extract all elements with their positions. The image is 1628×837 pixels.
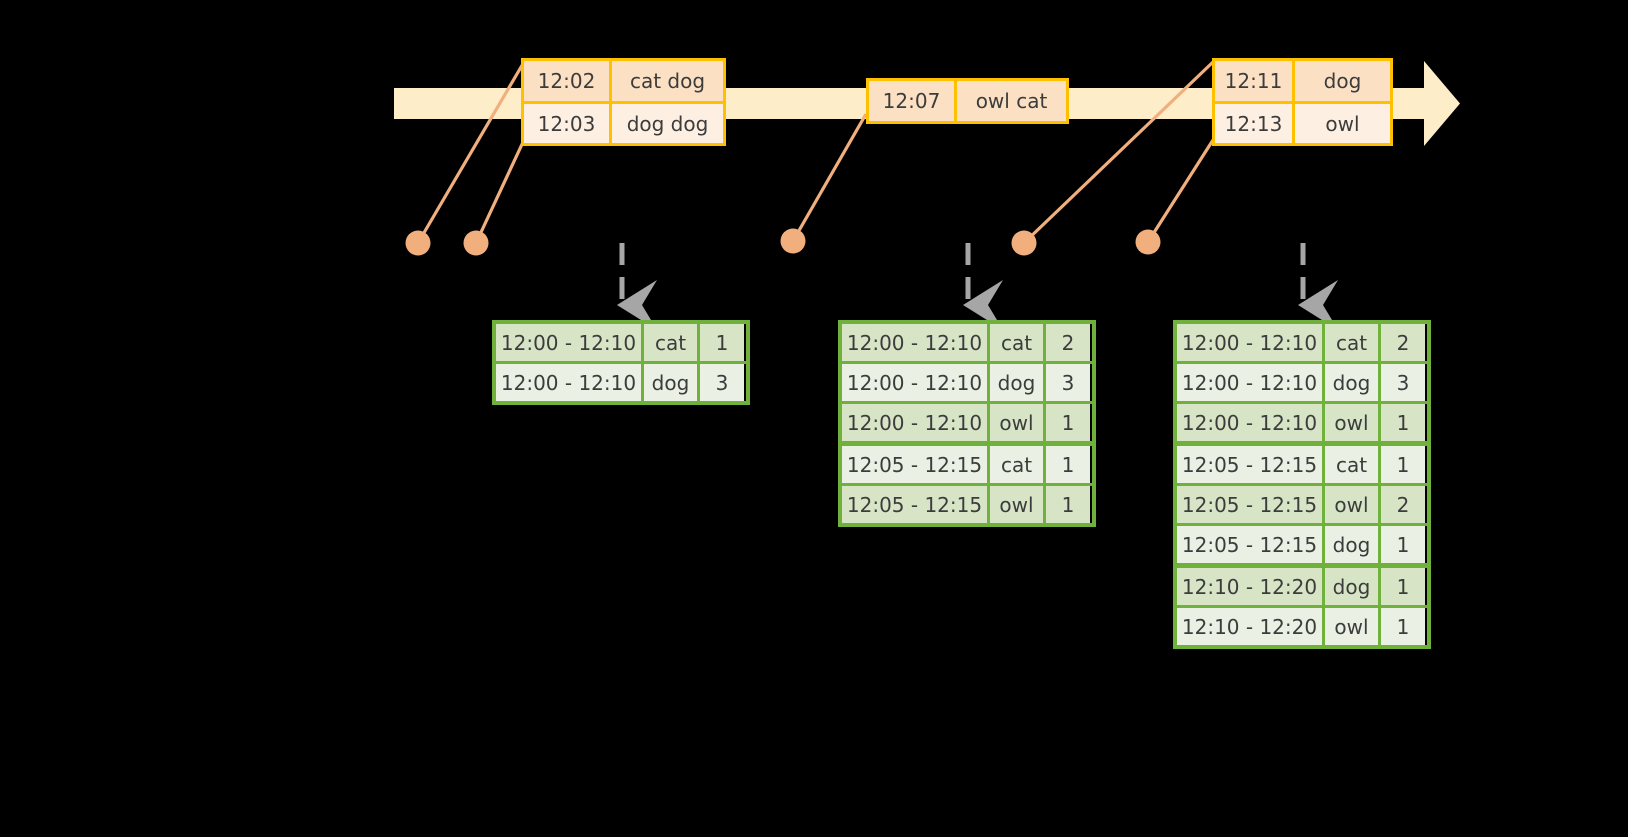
- connector-3: [791, 113, 868, 242]
- window-cell: 12:00 - 12:10: [1177, 324, 1325, 361]
- count-cell: 1: [1046, 446, 1090, 483]
- key-cell: dog: [1325, 568, 1381, 605]
- marker-4: [1011, 230, 1037, 256]
- event-group-1[interactable]: 12:02 cat dog 12:03 dog dog: [521, 58, 726, 146]
- key-cell: cat: [990, 324, 1046, 361]
- key-cell: cat: [990, 446, 1046, 483]
- event-words: cat dog: [612, 61, 723, 101]
- event-time: 12:13: [1215, 104, 1295, 143]
- table-row[interactable]: 12:05 - 12:15 dog 1: [1177, 523, 1427, 563]
- count-cell: 1: [1381, 608, 1425, 645]
- key-cell: owl: [1325, 486, 1381, 523]
- key-cell: dog: [644, 364, 700, 401]
- marker-3: [780, 228, 806, 254]
- key-cell: dog: [990, 364, 1046, 401]
- event-group-3[interactable]: 12:11 dog 12:13 owl: [1212, 58, 1393, 146]
- count-cell: 1: [1381, 446, 1425, 483]
- event-group-2[interactable]: 12:07 owl cat: [866, 78, 1069, 124]
- table-row[interactable]: 12:00 - 12:10 cat 2: [1177, 324, 1427, 361]
- count-cell: 3: [1381, 364, 1425, 401]
- key-cell: cat: [1325, 446, 1381, 483]
- window-cell: 12:00 - 12:10: [1177, 364, 1325, 401]
- event-row[interactable]: 12:11 dog: [1215, 61, 1390, 101]
- key-cell: owl: [990, 486, 1046, 523]
- connector-2: [474, 139, 526, 244]
- table-row[interactable]: 12:00 - 12:10 dog 3: [496, 361, 746, 401]
- count-cell: 1: [1046, 404, 1090, 441]
- event-words: owl: [1295, 104, 1390, 143]
- marker-5: [1135, 229, 1161, 255]
- window-cell: 12:00 - 12:10: [496, 364, 644, 401]
- table-row[interactable]: 12:10 - 12:20 owl 1: [1177, 605, 1427, 645]
- key-cell: owl: [990, 404, 1046, 441]
- event-time: 12:11: [1215, 61, 1295, 101]
- event-time: 12:07: [869, 81, 957, 121]
- count-cell: 1: [1381, 568, 1425, 605]
- result-table-3[interactable]: 12:00 - 12:10 cat 2 12:00 - 12:10 dog 3 …: [1173, 320, 1431, 649]
- count-cell: 1: [1381, 526, 1425, 563]
- window-cell: 12:05 - 12:15: [842, 486, 990, 523]
- count-cell: 2: [1046, 324, 1090, 361]
- count-cell: 1: [700, 324, 744, 361]
- count-cell: 2: [1381, 324, 1425, 361]
- table-row[interactable]: 12:00 - 12:10 cat 2: [842, 324, 1092, 361]
- key-cell: cat: [1325, 324, 1381, 361]
- window-cell: 12:00 - 12:10: [842, 404, 990, 441]
- window-cell: 12:10 - 12:20: [1177, 568, 1325, 605]
- table-row[interactable]: 12:00 - 12:10 dog 3: [842, 361, 1092, 401]
- table-row[interactable]: 12:00 - 12:10 owl 1: [1177, 401, 1427, 441]
- down-arrows: [617, 243, 1338, 330]
- count-cell: 3: [1046, 364, 1090, 401]
- result-table-1[interactable]: 12:00 - 12:10 cat 1 12:00 - 12:10 dog 3: [492, 320, 750, 405]
- event-words: dog: [1295, 61, 1390, 101]
- event-row[interactable]: 12:02 cat dog: [524, 61, 723, 101]
- connector-1: [416, 61, 526, 244]
- table-row[interactable]: 12:10 - 12:20 dog 1: [1177, 563, 1427, 605]
- count-cell: 1: [1381, 404, 1425, 441]
- window-cell: 12:05 - 12:15: [842, 446, 990, 483]
- table-row[interactable]: 12:00 - 12:10 dog 3: [1177, 361, 1427, 401]
- result-table-2[interactable]: 12:00 - 12:10 cat 2 12:00 - 12:10 dog 3 …: [838, 320, 1096, 527]
- table-row[interactable]: 12:00 - 12:10 owl 1: [842, 401, 1092, 441]
- window-cell: 12:05 - 12:15: [1177, 486, 1325, 523]
- window-cell: 12:00 - 12:10: [842, 324, 990, 361]
- window-cell: 12:00 - 12:10: [1177, 404, 1325, 441]
- count-cell: 1: [1046, 486, 1090, 523]
- event-row[interactable]: 12:03 dog dog: [524, 101, 723, 143]
- marker-2: [463, 230, 489, 256]
- key-cell: owl: [1325, 404, 1381, 441]
- event-time: 12:02: [524, 61, 612, 101]
- table-row[interactable]: 12:05 - 12:15 cat 1: [1177, 441, 1427, 483]
- connector-5: [1146, 139, 1215, 243]
- window-cell: 12:00 - 12:10: [842, 364, 990, 401]
- window-cell: 12:00 - 12:10: [496, 324, 644, 361]
- window-cell: 12:10 - 12:20: [1177, 608, 1325, 645]
- window-cell: 12:05 - 12:15: [1177, 526, 1325, 563]
- window-cell: 12:05 - 12:15: [1177, 446, 1325, 483]
- count-cell: 3: [700, 364, 744, 401]
- count-cell: 2: [1381, 486, 1425, 523]
- table-row[interactable]: 12:00 - 12:10 cat 1: [496, 324, 746, 361]
- table-row[interactable]: 12:05 - 12:15 owl 2: [1177, 483, 1427, 523]
- marker-1: [405, 230, 431, 256]
- event-words: dog dog: [612, 104, 723, 143]
- table-row[interactable]: 12:05 - 12:15 cat 1: [842, 441, 1092, 483]
- event-markers: [405, 228, 1161, 256]
- key-cell: owl: [1325, 608, 1381, 645]
- event-time: 12:03: [524, 104, 612, 143]
- event-row[interactable]: 12:13 owl: [1215, 101, 1390, 143]
- key-cell: dog: [1325, 364, 1381, 401]
- key-cell: dog: [1325, 526, 1381, 563]
- key-cell: cat: [644, 324, 700, 361]
- table-row[interactable]: 12:05 - 12:15 owl 1: [842, 483, 1092, 523]
- event-words: owl cat: [957, 81, 1066, 121]
- event-row[interactable]: 12:07 owl cat: [869, 81, 1066, 121]
